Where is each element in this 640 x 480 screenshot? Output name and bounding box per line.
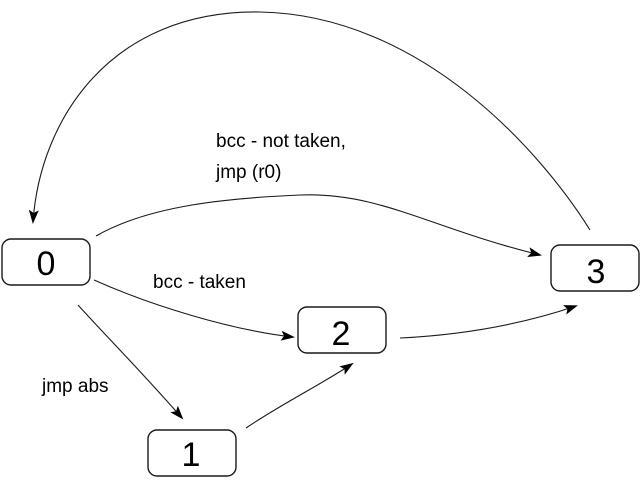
- state-3: 3: [550, 244, 640, 292]
- state-2-label: 2: [332, 315, 351, 353]
- state-3-label: 3: [587, 253, 606, 291]
- edge-1-to-2: [245, 362, 354, 429]
- edge-label-0-to-3-line-2: jmp (r0): [215, 162, 281, 183]
- edge-label-0-to-1: jmp abs: [41, 376, 109, 397]
- edge-label-0-to-3: bcc - not taken, jmp (r0): [215, 131, 351, 183]
- edge-0-to-2: [93, 279, 295, 341]
- edge-0-to-3: [95, 194, 542, 257]
- state-2: 2: [297, 306, 387, 354]
- edge-2-to-3: [399, 305, 578, 339]
- edge-0-to-1: [77, 304, 184, 420]
- state-1: 1: [147, 429, 237, 477]
- edge-label-0-to-3-line-1: bcc - not taken,: [216, 131, 346, 152]
- state-0-label: 0: [37, 245, 56, 283]
- state-1-label: 1: [182, 436, 201, 474]
- state-0: 0: [1, 238, 91, 286]
- edge-3-to-0: [28, 11, 591, 231]
- edge-label-0-to-2: bcc - taken: [153, 272, 246, 293]
